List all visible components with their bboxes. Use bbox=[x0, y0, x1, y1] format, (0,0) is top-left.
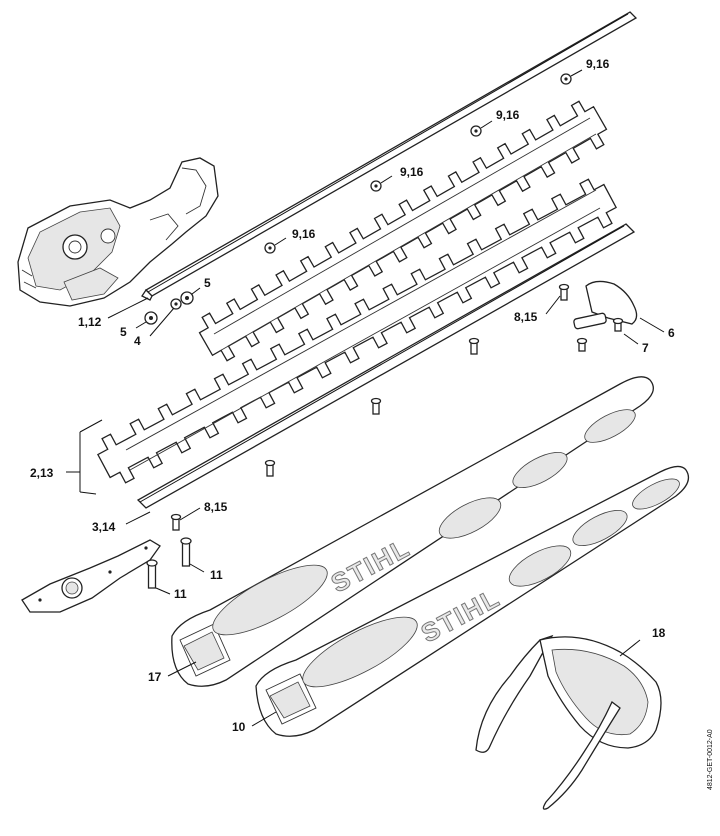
blade-rail-bottom bbox=[136, 223, 636, 509]
drawing-code: 4812-GET-0012-A0 bbox=[707, 729, 714, 790]
leader-lines bbox=[66, 69, 665, 727]
callout-8-15-a: 8,15 bbox=[514, 310, 538, 324]
blade-guard-lower: STIHL bbox=[255, 465, 690, 737]
gearbox-housing bbox=[17, 157, 219, 307]
safety-glasses bbox=[475, 634, 662, 810]
callout-9-16-d: 9,16 bbox=[292, 227, 316, 241]
callout-9-16-a: 9,16 bbox=[586, 57, 610, 71]
blade-screws bbox=[170, 283, 570, 531]
blade-lower bbox=[97, 178, 617, 484]
callout-9-16-b: 9,16 bbox=[496, 108, 520, 122]
callout-5-a: 5 bbox=[204, 276, 211, 290]
blade-rail-top bbox=[141, 11, 638, 301]
callout-8-15-b: 8,15 bbox=[204, 500, 228, 514]
blade-upper bbox=[198, 100, 608, 362]
gear-plate bbox=[21, 539, 161, 613]
callout-11-b: 11 bbox=[174, 587, 187, 601]
callout-1-12: 1,12 bbox=[78, 315, 102, 329]
callout-10: 10 bbox=[232, 720, 246, 734]
blade-guard-upper: STIHL bbox=[171, 376, 654, 687]
callout-11-a: 11 bbox=[210, 568, 223, 582]
callout-18: 18 bbox=[652, 626, 666, 640]
callout-2-13: 2,13 bbox=[30, 466, 54, 480]
callout-4: 4 bbox=[134, 334, 141, 348]
callout-9-16-c: 9,16 bbox=[400, 165, 424, 179]
callout-17: 17 bbox=[148, 670, 162, 684]
long-screws bbox=[146, 537, 192, 589]
callout-3-14: 3,14 bbox=[92, 520, 116, 534]
blade-tip-guard bbox=[573, 280, 638, 352]
callout-7: 7 bbox=[642, 341, 649, 355]
spacer-nuts bbox=[264, 73, 572, 254]
callout-labels: 9,16 9,16 9,16 9,16 5 5 1,12 4 8,15 6 7 … bbox=[30, 57, 675, 734]
callout-5-b: 5 bbox=[120, 325, 127, 339]
callout-6: 6 bbox=[668, 326, 675, 340]
nuts-and-washer bbox=[144, 291, 194, 325]
